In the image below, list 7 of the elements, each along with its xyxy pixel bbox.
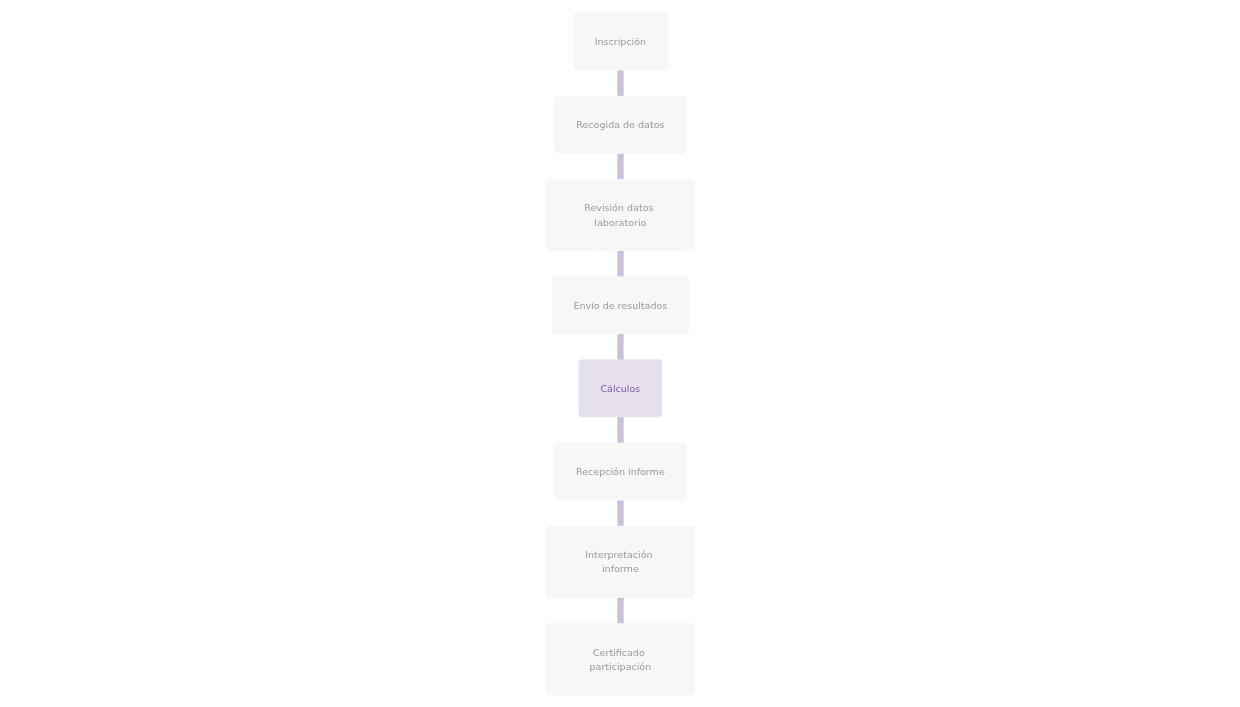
connector <box>616 250 624 277</box>
connector <box>616 597 624 624</box>
connector <box>616 152 624 180</box>
connector <box>616 416 624 444</box>
connector <box>616 69 624 97</box>
connector <box>616 499 624 527</box>
connector <box>616 333 624 360</box>
